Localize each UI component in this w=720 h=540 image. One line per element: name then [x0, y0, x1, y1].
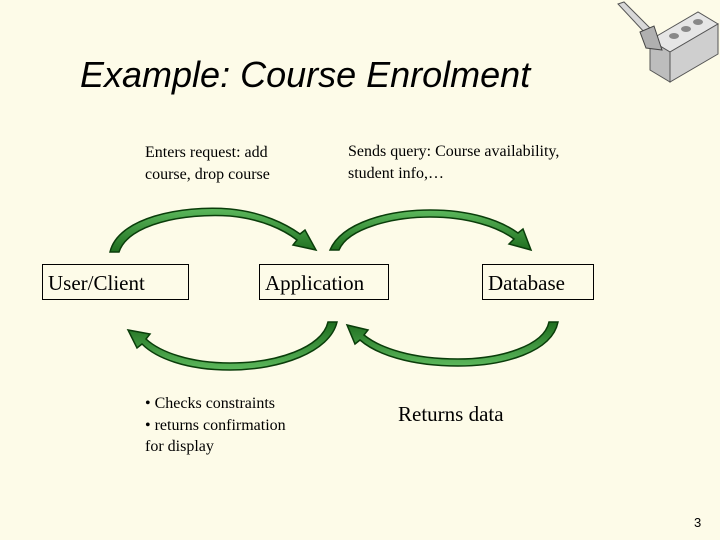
query-note: Sends query: Course availability, studen… — [348, 141, 638, 185]
trowel-brick-icon — [617, 1, 719, 83]
checks-note-line: • Checks constraints — [145, 395, 276, 412]
query-note-line: student info,… — [348, 165, 444, 182]
checks-note-line: for display — [145, 438, 214, 455]
arrow-app-to-user — [126, 321, 338, 371]
request-note: Enters request: add course, drop course — [145, 142, 315, 186]
application-node: Application — [259, 264, 389, 300]
request-note-line: course, drop course — [145, 166, 270, 183]
user-client-node: User/Client — [42, 264, 189, 300]
returns-data-note: Returns data — [398, 402, 504, 426]
query-note-line: Sends query: Course availability, — [348, 143, 560, 160]
arrow-db-to-app — [345, 321, 559, 367]
request-note-line: Enters request: add — [145, 144, 268, 161]
database-node: Database — [482, 264, 594, 300]
slide-title: Example: Course Enrolment — [80, 54, 531, 95]
checks-note-line: • returns confirmation — [145, 416, 286, 434]
page-number: 3 — [694, 515, 702, 530]
arrow-app-to-db — [328, 209, 533, 252]
checks-note: • Checks constraints • returns confirmat… — [145, 393, 335, 458]
arrow-user-to-app — [109, 207, 318, 253]
